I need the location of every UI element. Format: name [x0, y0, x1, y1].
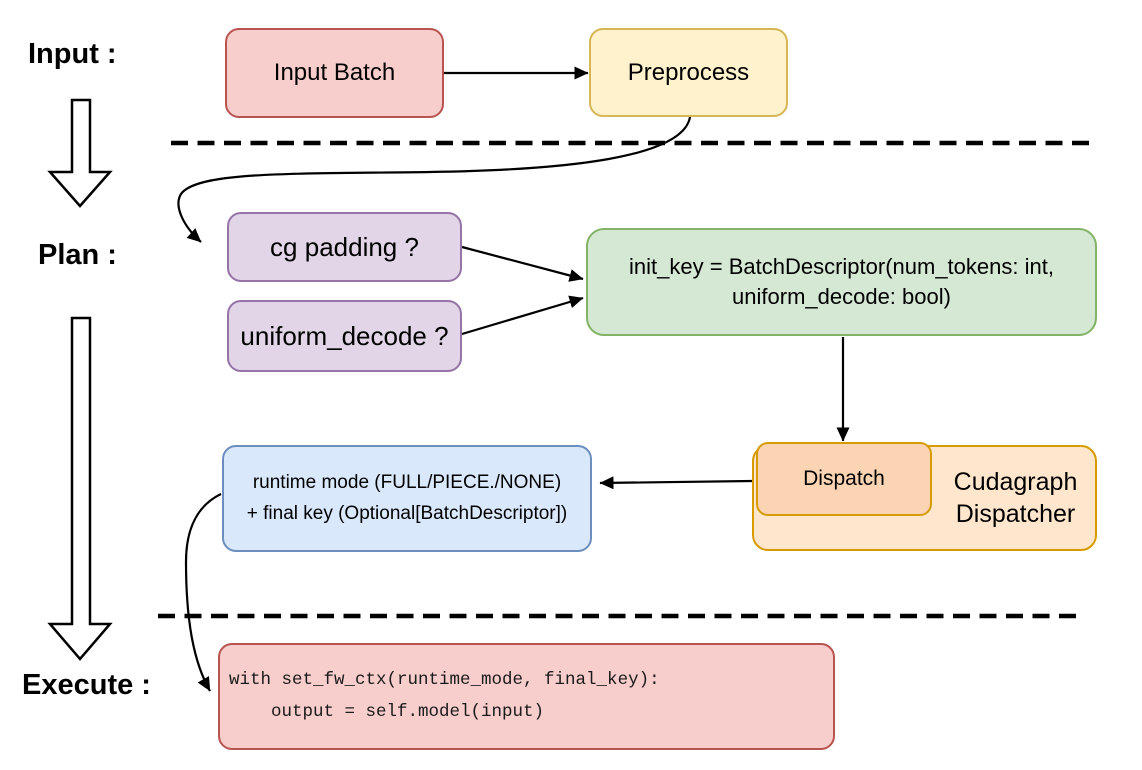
- stage-label-plan: Plan :: [38, 239, 117, 271]
- init-key-line-1: init_key = BatchDescriptor(num_tokens: i…: [629, 254, 1054, 280]
- arrow-cg-padding-to-init-key: [461, 245, 584, 282]
- node-cg-padding-label: cg padding ?: [270, 231, 419, 262]
- node-init-key: init_key = BatchDescriptor(num_tokens: i…: [586, 228, 1097, 336]
- runtime-mode-line-2: + final key (Optional[BatchDescriptor]): [246, 502, 568, 524]
- node-input-batch: Input Batch: [225, 28, 444, 118]
- arrow-runtime-mode-to-execute-code: [184, 493, 222, 692]
- node-dispatch: Dispatch: [756, 442, 932, 516]
- down-arrow-icon-input-to-plan: [47, 98, 113, 208]
- node-dispatch-label: Dispatch: [803, 467, 885, 490]
- node-preprocess: Preprocess: [589, 28, 788, 117]
- node-runtime-mode-label: runtime mode (FULL/PIECE./NONE) + final …: [247, 468, 568, 528]
- node-init-key-label: init_key = BatchDescriptor(num_tokens: i…: [629, 252, 1054, 312]
- node-cudagraph-dispatcher-label: Cudagraph Dispatcher: [953, 467, 1078, 529]
- arrow-preprocess-to-cg-padding: [177, 116, 692, 243]
- arrow-dispatch-to-runtime-mode: [599, 476, 753, 490]
- stage-label-input: Input :: [28, 38, 117, 70]
- node-input-batch-label: Input Batch: [273, 59, 396, 86]
- node-uniform-decode-label: uniform_decode ?: [240, 320, 449, 351]
- stage-label-execute: Execute :: [22, 669, 151, 701]
- node-runtime-mode: runtime mode (FULL/PIECE./NONE) + final …: [222, 445, 592, 552]
- init-key-line-2: uniform_decode: bool): [732, 284, 951, 309]
- node-execute-code-label: with set_fw_ctx(runtime_mode, final_key)…: [229, 665, 660, 729]
- node-uniform-decode: uniform_decode ?: [227, 300, 462, 372]
- execute-code-line-1: with set_fw_ctx(runtime_mode, final_key)…: [229, 669, 660, 690]
- execute-code-line-2: output = self.model(input): [229, 701, 545, 722]
- down-arrow-icon-plan-to-execute: [47, 316, 113, 661]
- node-preprocess-label: Preprocess: [627, 58, 750, 86]
- arrow-uniform-decode-to-init-key: [461, 295, 584, 336]
- node-cg-padding: cg padding ?: [227, 212, 462, 282]
- runtime-mode-line-1: runtime mode (FULL/PIECE./NONE): [252, 472, 562, 494]
- node-execute-code: with set_fw_ctx(runtime_mode, final_key)…: [218, 643, 835, 750]
